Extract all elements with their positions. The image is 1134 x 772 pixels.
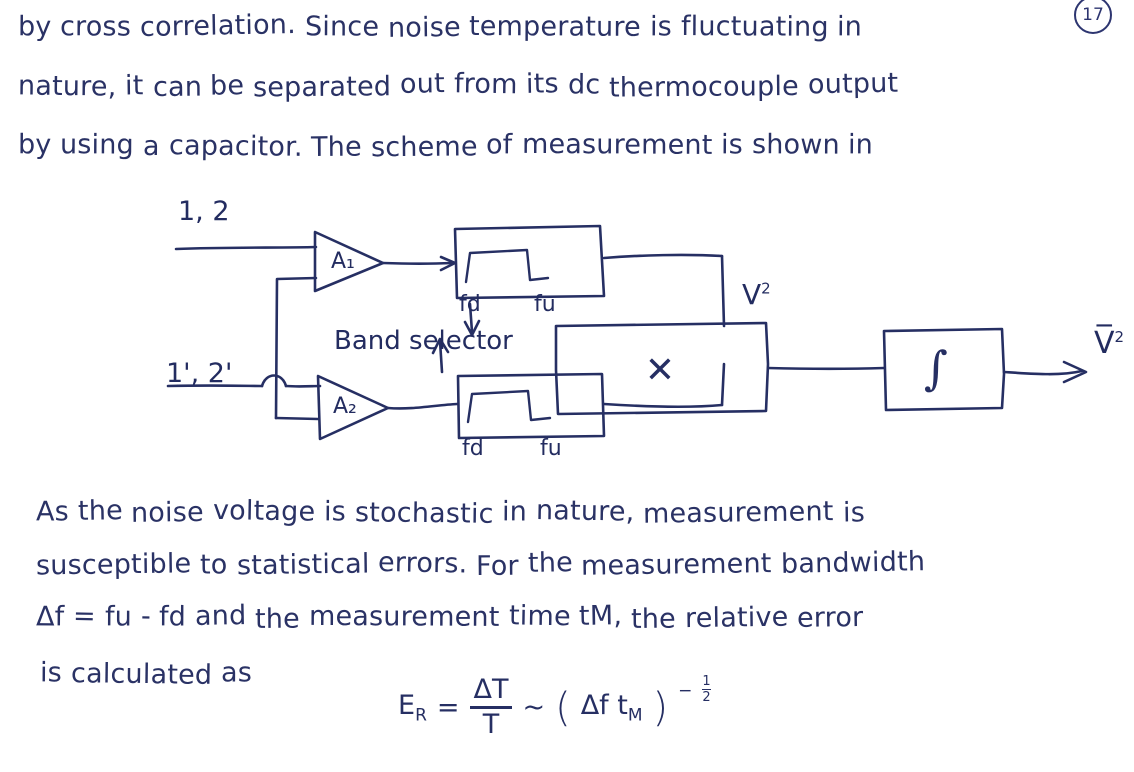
- wire-hop-crossing: [260, 374, 288, 388]
- formula-lhs-subscript: R: [415, 705, 427, 726]
- wire-down-to-multiplier: [720, 254, 726, 328]
- formula-exponent-numerator: 1: [702, 673, 711, 689]
- formula-open-paren: (: [555, 684, 571, 731]
- formula-approx-sign: ~: [522, 692, 546, 724]
- paragraph-top-line-1: by cross correlation. Since noise temper…: [17, 9, 863, 44]
- output-v-letter: V̅: [1094, 326, 1115, 361]
- wire-multiplier-to-integrator: [766, 366, 886, 371]
- filter-bottom-box: [456, 372, 606, 440]
- formula-inner-symbol: Δf t: [580, 689, 628, 721]
- integrator-glyph: ∫: [924, 341, 948, 395]
- wire-a1-to-filter: [381, 261, 454, 266]
- formula-exponent-sign: −: [678, 680, 693, 701]
- paragraph-bottom-line-2: susceptible to statistical errors. For t…: [35, 546, 926, 582]
- block-diagram-svg: ∫ ✕: [166, 224, 1088, 441]
- paragraph-bottom-line-4: is calculated as: [39, 657, 252, 691]
- wire-integrator-out: [1002, 369, 1084, 376]
- wire-common-left: [274, 276, 318, 420]
- amplifier-a1-symbol: [313, 230, 385, 293]
- output-v-exponent: 2: [1114, 328, 1125, 346]
- amplifier-a1-label: A₁: [331, 249, 355, 274]
- signal-v-letter: V: [742, 278, 762, 311]
- multiplier-glyph: ✕: [645, 350, 675, 391]
- multiplier-box: [554, 321, 770, 416]
- diagram-input-top-label: 1, 2: [178, 196, 230, 227]
- diagram-input-bottom-label: 1', 2': [166, 358, 233, 389]
- filter-bottom-high-label: fu: [540, 436, 562, 461]
- wire-a2-to-filter: [386, 402, 459, 410]
- integrator-box: [882, 327, 1006, 412]
- paragraph-bottom-line-1: As the noise voltage is stochastic in na…: [35, 494, 866, 530]
- wire-filter-top-out: [602, 253, 724, 260]
- filter-bottom-low-label: fd: [462, 436, 484, 461]
- relative-error-formula: ER = ΔT T ~ ( Δf tM ) − 1 2: [398, 673, 711, 740]
- formula-inner-expression: Δf tM: [581, 690, 643, 725]
- block-diagram: ∫ ✕ 1, 2 1', 2' A₁ A₂ fd fu fd fu Band s…: [0, 186, 1134, 486]
- formula-fraction-bar: [469, 706, 513, 709]
- formula-equals: =: [436, 692, 460, 724]
- formula-denominator: T: [482, 708, 500, 740]
- amplifier-a2-label: A₂: [333, 394, 357, 419]
- band-selector-arrow-down-shaft: [438, 339, 444, 374]
- formula-numerator: ΔT: [473, 674, 509, 705]
- formula-exponent-fraction: 1 2: [702, 673, 711, 706]
- band-selector-arrow-down-head: [463, 319, 481, 337]
- wire-filter-bottom-out: [602, 402, 724, 409]
- formula-exponent-bar: [702, 688, 711, 691]
- wire-up-to-multiplier: [720, 362, 726, 407]
- paragraph-top-line-2: nature, it can be separated out from its…: [17, 67, 899, 104]
- formula-fraction: ΔT T: [469, 674, 513, 740]
- band-selector-arrow-up-shaft: [468, 302, 474, 334]
- wire-input-top: [174, 245, 318, 251]
- filter-bottom-response-curve: [466, 389, 552, 424]
- filter-top-box: [453, 224, 606, 300]
- paragraph-bottom-line-3: Δf = fu - fd and the measurement time tM…: [35, 600, 864, 635]
- arrowhead-output: [1062, 360, 1088, 384]
- band-selector-caption: Band selector: [334, 326, 513, 356]
- paragraph-top-line-3: by using a capacitor. The scheme of meas…: [17, 128, 874, 164]
- formula-exponent-denominator: 2: [702, 690, 711, 706]
- formula-lhs-symbol: E: [398, 689, 416, 721]
- formula-close-paren: ): [652, 684, 669, 731]
- page-number-badge: 17: [1074, 0, 1112, 34]
- signal-v-squared-label: V2: [742, 278, 771, 311]
- amplifier-a2-symbol: [316, 374, 390, 441]
- band-selector-arrow-up-head: [431, 337, 450, 355]
- filter-top-high-label: fu: [534, 292, 556, 317]
- output-v-bar-squared-label: V̅2: [1094, 326, 1124, 361]
- formula-inner-subscript: M: [627, 705, 643, 726]
- wire-common-left-bottom: [274, 416, 320, 421]
- filter-top-response-curve: [464, 248, 550, 284]
- signal-v-exponent: 2: [761, 279, 771, 298]
- formula-lhs: ER: [398, 690, 427, 725]
- filter-top-low-label: fd: [459, 292, 481, 317]
